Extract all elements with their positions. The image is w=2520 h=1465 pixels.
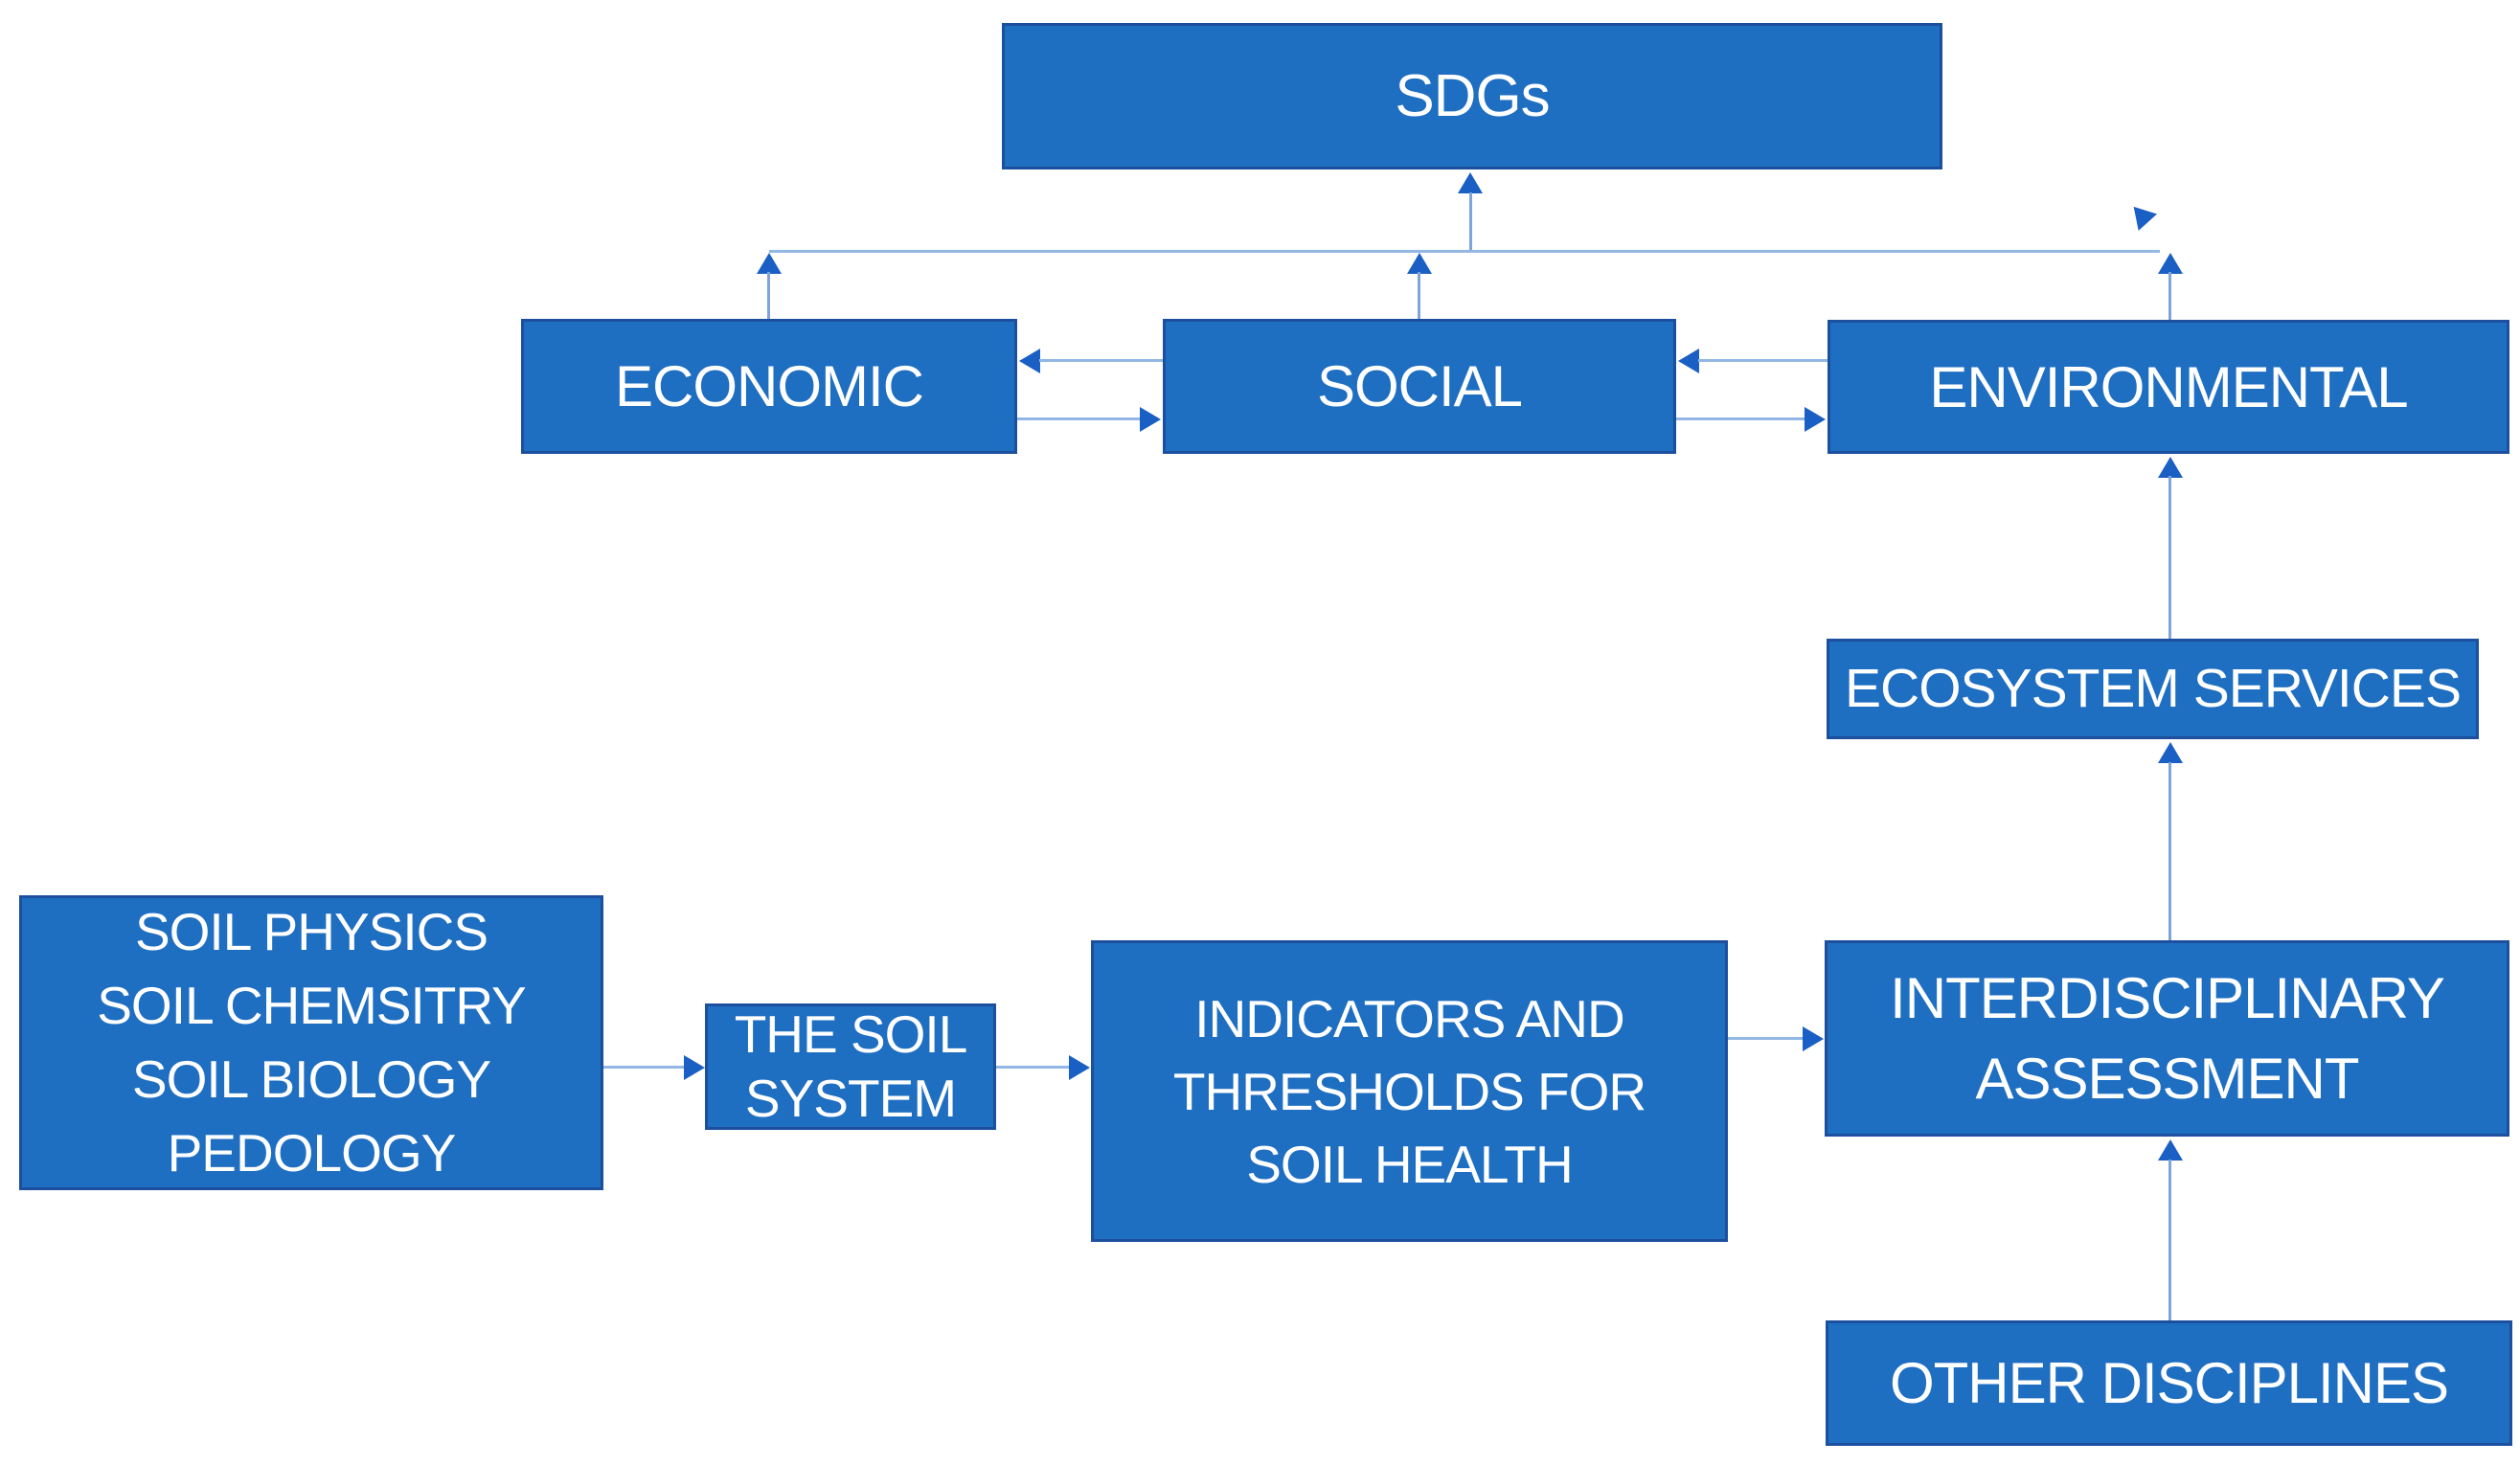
arrowhead-ecosystem-to-environmental bbox=[2158, 457, 2183, 478]
connector-social-to-environmental bbox=[1676, 417, 1805, 420]
arrowhead-social-to-bus bbox=[1407, 253, 1432, 274]
node-sdgs: SDGs bbox=[1002, 23, 1942, 169]
arrowhead-soil-disciplines-to-soil-system bbox=[684, 1055, 705, 1080]
connector-top-bus bbox=[769, 250, 2160, 253]
connector-ecosystem-to-environmental bbox=[2168, 476, 2171, 639]
connector-soil-disciplines-to-soil-system bbox=[603, 1066, 684, 1069]
node-soil-system: THE SOIL SYSTEM bbox=[705, 1003, 996, 1130]
connector-social-to-economic bbox=[1039, 359, 1163, 362]
node-ecosystem-services: ECOSYSTEM SERVICES bbox=[1827, 639, 2479, 739]
connector-environmental-stub bbox=[2168, 272, 2171, 320]
node-social: SOCIAL bbox=[1163, 319, 1676, 454]
arrowhead-soil-system-to-indicators bbox=[1069, 1055, 1090, 1080]
arrowhead-bus-to-sdgs bbox=[1458, 172, 1483, 193]
connector-other-to-interdisciplinary bbox=[2168, 1160, 2171, 1320]
arrowhead-interdisciplinary-to-ecosystem bbox=[2158, 742, 2183, 763]
node-soil-disciplines: SOIL PHYSICS SOIL CHEMSITRY SOIL BIOLOGY… bbox=[19, 895, 603, 1190]
arrowhead-social-to-economic bbox=[1019, 349, 1040, 373]
node-other-disciplines: OTHER DISCIPLINES bbox=[1826, 1320, 2512, 1446]
node-economic: ECONOMIC bbox=[521, 319, 1017, 454]
connector-economic-to-social bbox=[1017, 417, 1140, 420]
connector-environmental-to-social bbox=[1698, 359, 1828, 362]
arrowhead-economic-to-social bbox=[1140, 407, 1161, 432]
node-interdisciplinary-assessment: INTERDISCIPLINARY ASSESSMENT bbox=[1825, 940, 2509, 1137]
arrowhead-other-to-interdisciplinary bbox=[2158, 1139, 2183, 1161]
arrowhead-diagonal-toward-sdgs bbox=[2123, 198, 2158, 231]
arrowhead-indicators-to-interdisciplinary bbox=[1803, 1026, 1824, 1051]
connector-interdisciplinary-to-ecosystem bbox=[2168, 762, 2171, 940]
connector-indicators-to-interdisciplinary bbox=[1728, 1037, 1803, 1040]
arrowhead-environmental-to-social bbox=[1678, 349, 1699, 373]
node-indicators-thresholds: INDICATORS AND THRESHOLDS FOR SOIL HEALT… bbox=[1091, 940, 1728, 1242]
connector-soil-system-to-indicators bbox=[996, 1066, 1069, 1069]
connector-economic-stub bbox=[767, 272, 770, 319]
connector-bus-to-sdgs bbox=[1469, 192, 1472, 250]
arrowhead-environmental-to-bus bbox=[2158, 253, 2183, 274]
connector-social-stub bbox=[1418, 272, 1420, 319]
node-environmental: ENVIRONMENTAL bbox=[1828, 320, 2509, 454]
arrowhead-economic-to-bus bbox=[757, 253, 782, 274]
arrowhead-social-to-environmental bbox=[1805, 407, 1826, 432]
